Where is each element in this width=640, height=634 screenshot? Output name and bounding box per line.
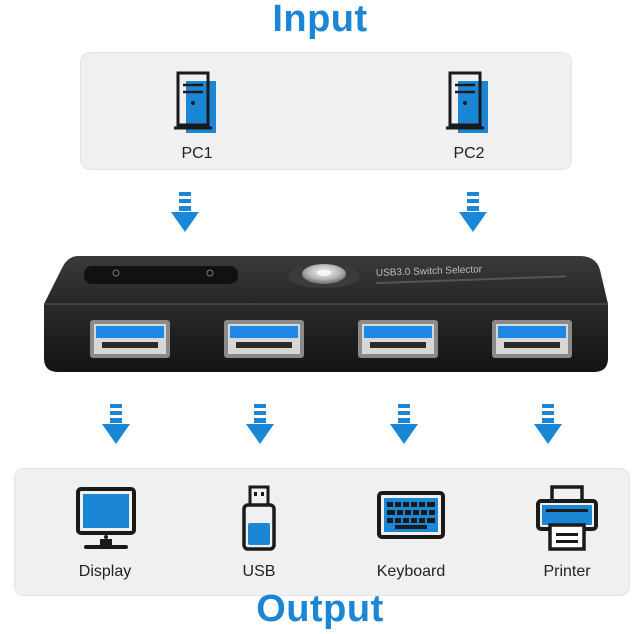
keyboard-item: Keyboard — [351, 483, 471, 581]
led-icon — [206, 269, 214, 277]
computer-tower-icon — [174, 71, 216, 133]
led-indicator-bar — [84, 266, 238, 284]
display-item: Display — [45, 483, 165, 581]
display-label: Display — [78, 563, 132, 580]
usb-label: USB — [242, 563, 276, 580]
down-arrow-icon — [102, 404, 130, 444]
usb-drive-icon — [242, 485, 276, 551]
down-arrow-icon — [171, 192, 199, 232]
pc2-item: PC2 — [419, 71, 519, 163]
usb-port — [224, 320, 304, 358]
down-arrow-icon — [246, 404, 274, 444]
input-panel: PC1 PC2 — [80, 52, 572, 170]
pc2-label: PC2 — [453, 145, 485, 162]
usb-item: USB — [199, 483, 319, 581]
output-panel: Display USB Keyboard — [14, 468, 630, 596]
down-arrow-icon — [534, 404, 562, 444]
keyboard-icon — [377, 491, 445, 539]
usb-port — [492, 320, 572, 358]
computer-tower-icon — [446, 71, 488, 133]
output-title: Output — [256, 588, 384, 630]
led-icon — [112, 269, 120, 277]
down-arrow-icon — [390, 404, 418, 444]
usb-port — [90, 320, 170, 358]
printer-item: Printer — [507, 483, 627, 581]
printer-label: Printer — [543, 563, 591, 580]
input-title: Input — [272, 0, 368, 40]
pc1-label: PC1 — [181, 145, 213, 162]
down-arrow-icon — [459, 192, 487, 232]
usb-port — [358, 320, 438, 358]
pc1-item: PC1 — [147, 71, 247, 163]
printer-icon — [536, 485, 598, 551]
usb-switch-device: USB3.0 Switch Selector — [44, 256, 608, 372]
monitor-icon — [76, 487, 136, 549]
keyboard-label: Keyboard — [376, 563, 446, 580]
device-label: USB3.0 Switch Selector — [376, 264, 483, 279]
